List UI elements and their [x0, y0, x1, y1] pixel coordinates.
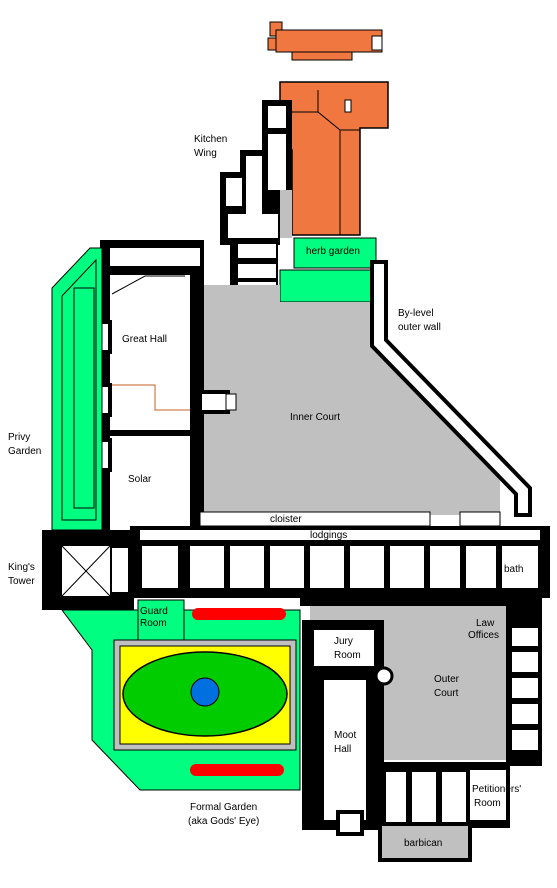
label-guard-room: Room [140, 618, 167, 629]
gatehouse [376, 762, 510, 862]
inner-court [200, 285, 500, 515]
west-range [88, 240, 237, 530]
label-kitchen: Kitchen [194, 134, 227, 145]
label-law: Law [476, 618, 495, 629]
label-tower: Tower [8, 576, 35, 587]
lodgings-range [130, 526, 550, 598]
kitchen-wing [220, 100, 292, 298]
herb-garden-lower [279, 269, 373, 303]
flowerbed-north [192, 608, 286, 620]
label-moot: Moot [334, 730, 356, 741]
kings-tower [42, 530, 134, 610]
label-barbican: barbican [404, 838, 442, 849]
label-garden: Garden [8, 446, 41, 457]
label-outer-wall: outer wall [398, 322, 441, 333]
label-cloister: cloister [270, 514, 302, 525]
label-solar: Solar [128, 474, 152, 485]
label-kings: King's [8, 562, 35, 573]
label-guard: Guard [140, 606, 168, 617]
label-hall: Hall [334, 744, 351, 755]
label-inner-court: Inner Court [290, 412, 340, 423]
law-offices [506, 598, 542, 766]
label-gods-eye: (aka Gods' Eye) [188, 816, 259, 827]
label-wing: Wing [194, 148, 217, 159]
label-outer: Outer [434, 674, 460, 685]
label-by-level: By-level [398, 308, 434, 319]
label-jury-room: Room [334, 650, 361, 661]
flowerbed-south [190, 764, 284, 776]
label-herb-garden: herb garden [306, 246, 360, 257]
moot-hall-block [302, 620, 394, 836]
outer-court [310, 598, 510, 760]
north-roofs [267, 21, 389, 236]
herb-garden [293, 237, 377, 269]
label-court: Court [434, 688, 459, 699]
label-petitioners: Petitioners' [472, 784, 521, 795]
label-lodgings: lodgings [310, 530, 347, 541]
pool [190, 677, 220, 707]
label-privy: Privy [8, 432, 30, 443]
cloister [199, 511, 431, 527]
label-offices: Offices [468, 630, 499, 641]
label-jury: Jury [334, 636, 353, 647]
label-bath: bath [504, 564, 523, 575]
outer-wall [370, 260, 532, 517]
label-great-hall: Great Hall [122, 334, 167, 345]
label-room: Room [474, 798, 501, 809]
label-formal-garden: Formal Garden [190, 802, 257, 813]
